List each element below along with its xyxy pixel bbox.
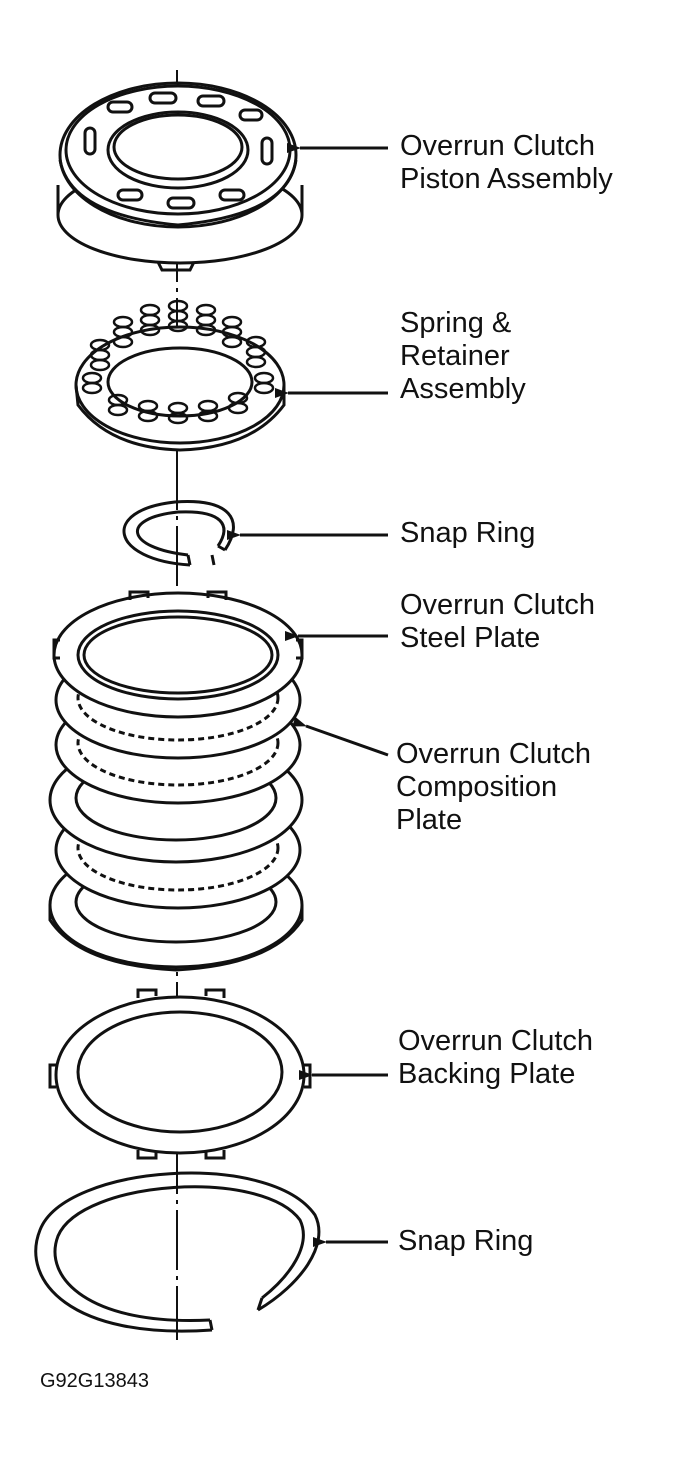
label-backing-plate: Overrun Clutch Backing Plate (398, 1025, 593, 1091)
arrow-comp (292, 716, 389, 757)
label-line: Assembly (400, 373, 526, 405)
label-steel-plate: Overrun Clutch Steel Plate (400, 589, 595, 655)
label-line: Spring & (400, 307, 512, 339)
label-spring-retainer: Spring & Retainer Assembly (400, 307, 526, 406)
label-line: Overrun Clutch (400, 130, 596, 162)
label-line: Backing Plate (398, 1058, 576, 1090)
label-line: Overrun Clutch (398, 1025, 594, 1057)
label-line: Retainer (400, 340, 510, 372)
spring-retainer-part (74, 299, 286, 452)
large-snap-ring-part (34, 1171, 321, 1333)
label-line: Plate (396, 804, 463, 836)
label-piston-assembly: Overrun Clutch Piston Assembly (400, 130, 613, 196)
label-composition-plate: Overrun Clutch Composition Plate (396, 738, 591, 837)
backing-plate-part (48, 988, 312, 1160)
label-snap-ring-lower: Snap Ring (398, 1225, 533, 1258)
label-line: Overrun Clutch (396, 738, 592, 770)
label-line: Snap Ring (398, 1225, 534, 1257)
leader-arrows (227, 143, 389, 1247)
clutch-plate-stack-part (48, 590, 304, 972)
label-line: Steel Plate (400, 622, 541, 654)
label-line: Piston Assembly (400, 163, 613, 195)
piston-assembly-part (56, 81, 304, 272)
label-line: Composition (396, 771, 558, 803)
figure-code: G92G13843 (40, 1370, 149, 1392)
small-snap-ring-part (122, 500, 235, 567)
label-line: Overrun Clutch (400, 589, 596, 621)
label-snap-ring-upper: Snap Ring (400, 517, 535, 550)
label-line: Snap Ring (400, 517, 536, 549)
